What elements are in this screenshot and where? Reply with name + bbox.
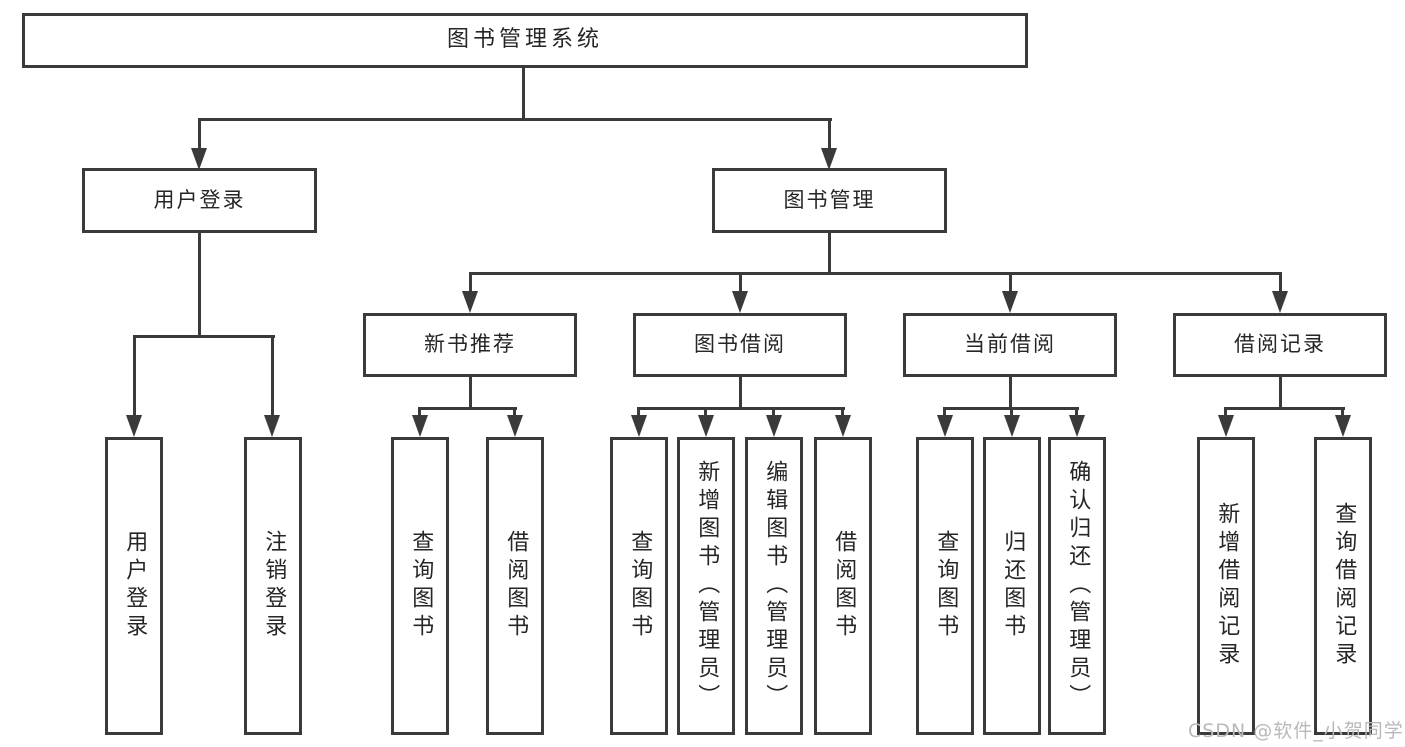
connector-line (418, 407, 421, 417)
arrow-down-icon (937, 415, 953, 437)
connector-line (133, 335, 136, 417)
connector-line (198, 233, 201, 337)
node-book-borrow: 图书借阅 (633, 313, 847, 377)
connector-line (133, 335, 275, 338)
arrow-down-icon (1002, 291, 1018, 313)
connector-line (469, 377, 472, 409)
connector-line (419, 407, 517, 410)
arrow-down-icon (821, 148, 837, 170)
arrow-down-icon (1004, 415, 1020, 437)
connector-line (1009, 272, 1012, 293)
connector-line (513, 407, 516, 417)
leaf-borrow-books-2: 借阅图书 (814, 437, 872, 735)
connector-line (841, 407, 844, 417)
node-root: 图书管理系统 (22, 13, 1028, 68)
leaf-query-books-2: 查询图书 (610, 437, 668, 735)
connector-line (637, 407, 640, 417)
arrow-down-icon (1335, 415, 1351, 437)
arrow-down-icon (507, 415, 523, 437)
connector-line (772, 407, 775, 417)
connector-line (469, 272, 472, 293)
arrow-down-icon (766, 415, 782, 437)
node-new-book-recommend: 新书推荐 (363, 313, 577, 377)
arrow-down-icon (1069, 415, 1085, 437)
leaf-logout: 注销登录 (244, 437, 302, 735)
leaf-user-login: 用户登录 (105, 437, 163, 735)
connector-line (637, 407, 845, 410)
leaf-borrow-books-1: 借阅图书 (486, 437, 544, 735)
leaf-query-books-1: 查询图书 (391, 437, 449, 735)
arrow-down-icon (732, 291, 748, 313)
connector-line (198, 118, 832, 121)
connector-line (828, 233, 831, 274)
connector-line (943, 407, 946, 417)
node-current-borrow: 当前借阅 (903, 313, 1117, 377)
node-user-login: 用户登录 (82, 168, 317, 233)
arrow-down-icon (462, 291, 478, 313)
arrow-down-icon (835, 415, 851, 437)
connector-line (1075, 407, 1078, 417)
connector-line (1009, 377, 1012, 409)
leaf-return-book: 归还图书 (983, 437, 1041, 735)
arrow-down-icon (412, 415, 428, 437)
leaf-edit-book-admin: 编辑图书（管理员） (745, 437, 803, 735)
node-book-management: 图书管理 (712, 168, 947, 233)
connector-line (469, 272, 1282, 275)
connector-line (1279, 272, 1282, 293)
leaf-add-book-admin: 新增图书（管理员） (677, 437, 735, 735)
arrow-down-icon (191, 148, 207, 170)
arrow-down-icon (1272, 291, 1288, 313)
connector-line (522, 68, 525, 120)
leaf-confirm-return-admin: 确认归还（管理员） (1048, 437, 1106, 735)
arrow-down-icon (1218, 415, 1234, 437)
connector-line (704, 407, 707, 417)
connector-line (1010, 407, 1013, 417)
leaf-query-borrow-record: 查询借阅记录 (1314, 437, 1372, 735)
watermark-text: CSDN @软件_小贺同学 (1188, 720, 1404, 742)
arrow-down-icon (631, 415, 647, 437)
connector-line (828, 118, 831, 150)
connector-line (1341, 407, 1344, 417)
leaf-add-borrow-record: 新增借阅记录 (1197, 437, 1255, 735)
arrow-down-icon (698, 415, 714, 437)
connector-line (1224, 407, 1227, 417)
arrow-down-icon (126, 415, 142, 437)
connector-line (1224, 407, 1345, 410)
connector-line (1279, 377, 1282, 409)
arrow-down-icon (264, 415, 280, 437)
connector-line (739, 272, 742, 293)
node-borrow-records: 借阅记录 (1173, 313, 1387, 377)
connector-line (739, 377, 742, 409)
leaf-query-books-3: 查询图书 (916, 437, 974, 735)
connector-line (198, 118, 201, 150)
connector-line (271, 335, 274, 417)
